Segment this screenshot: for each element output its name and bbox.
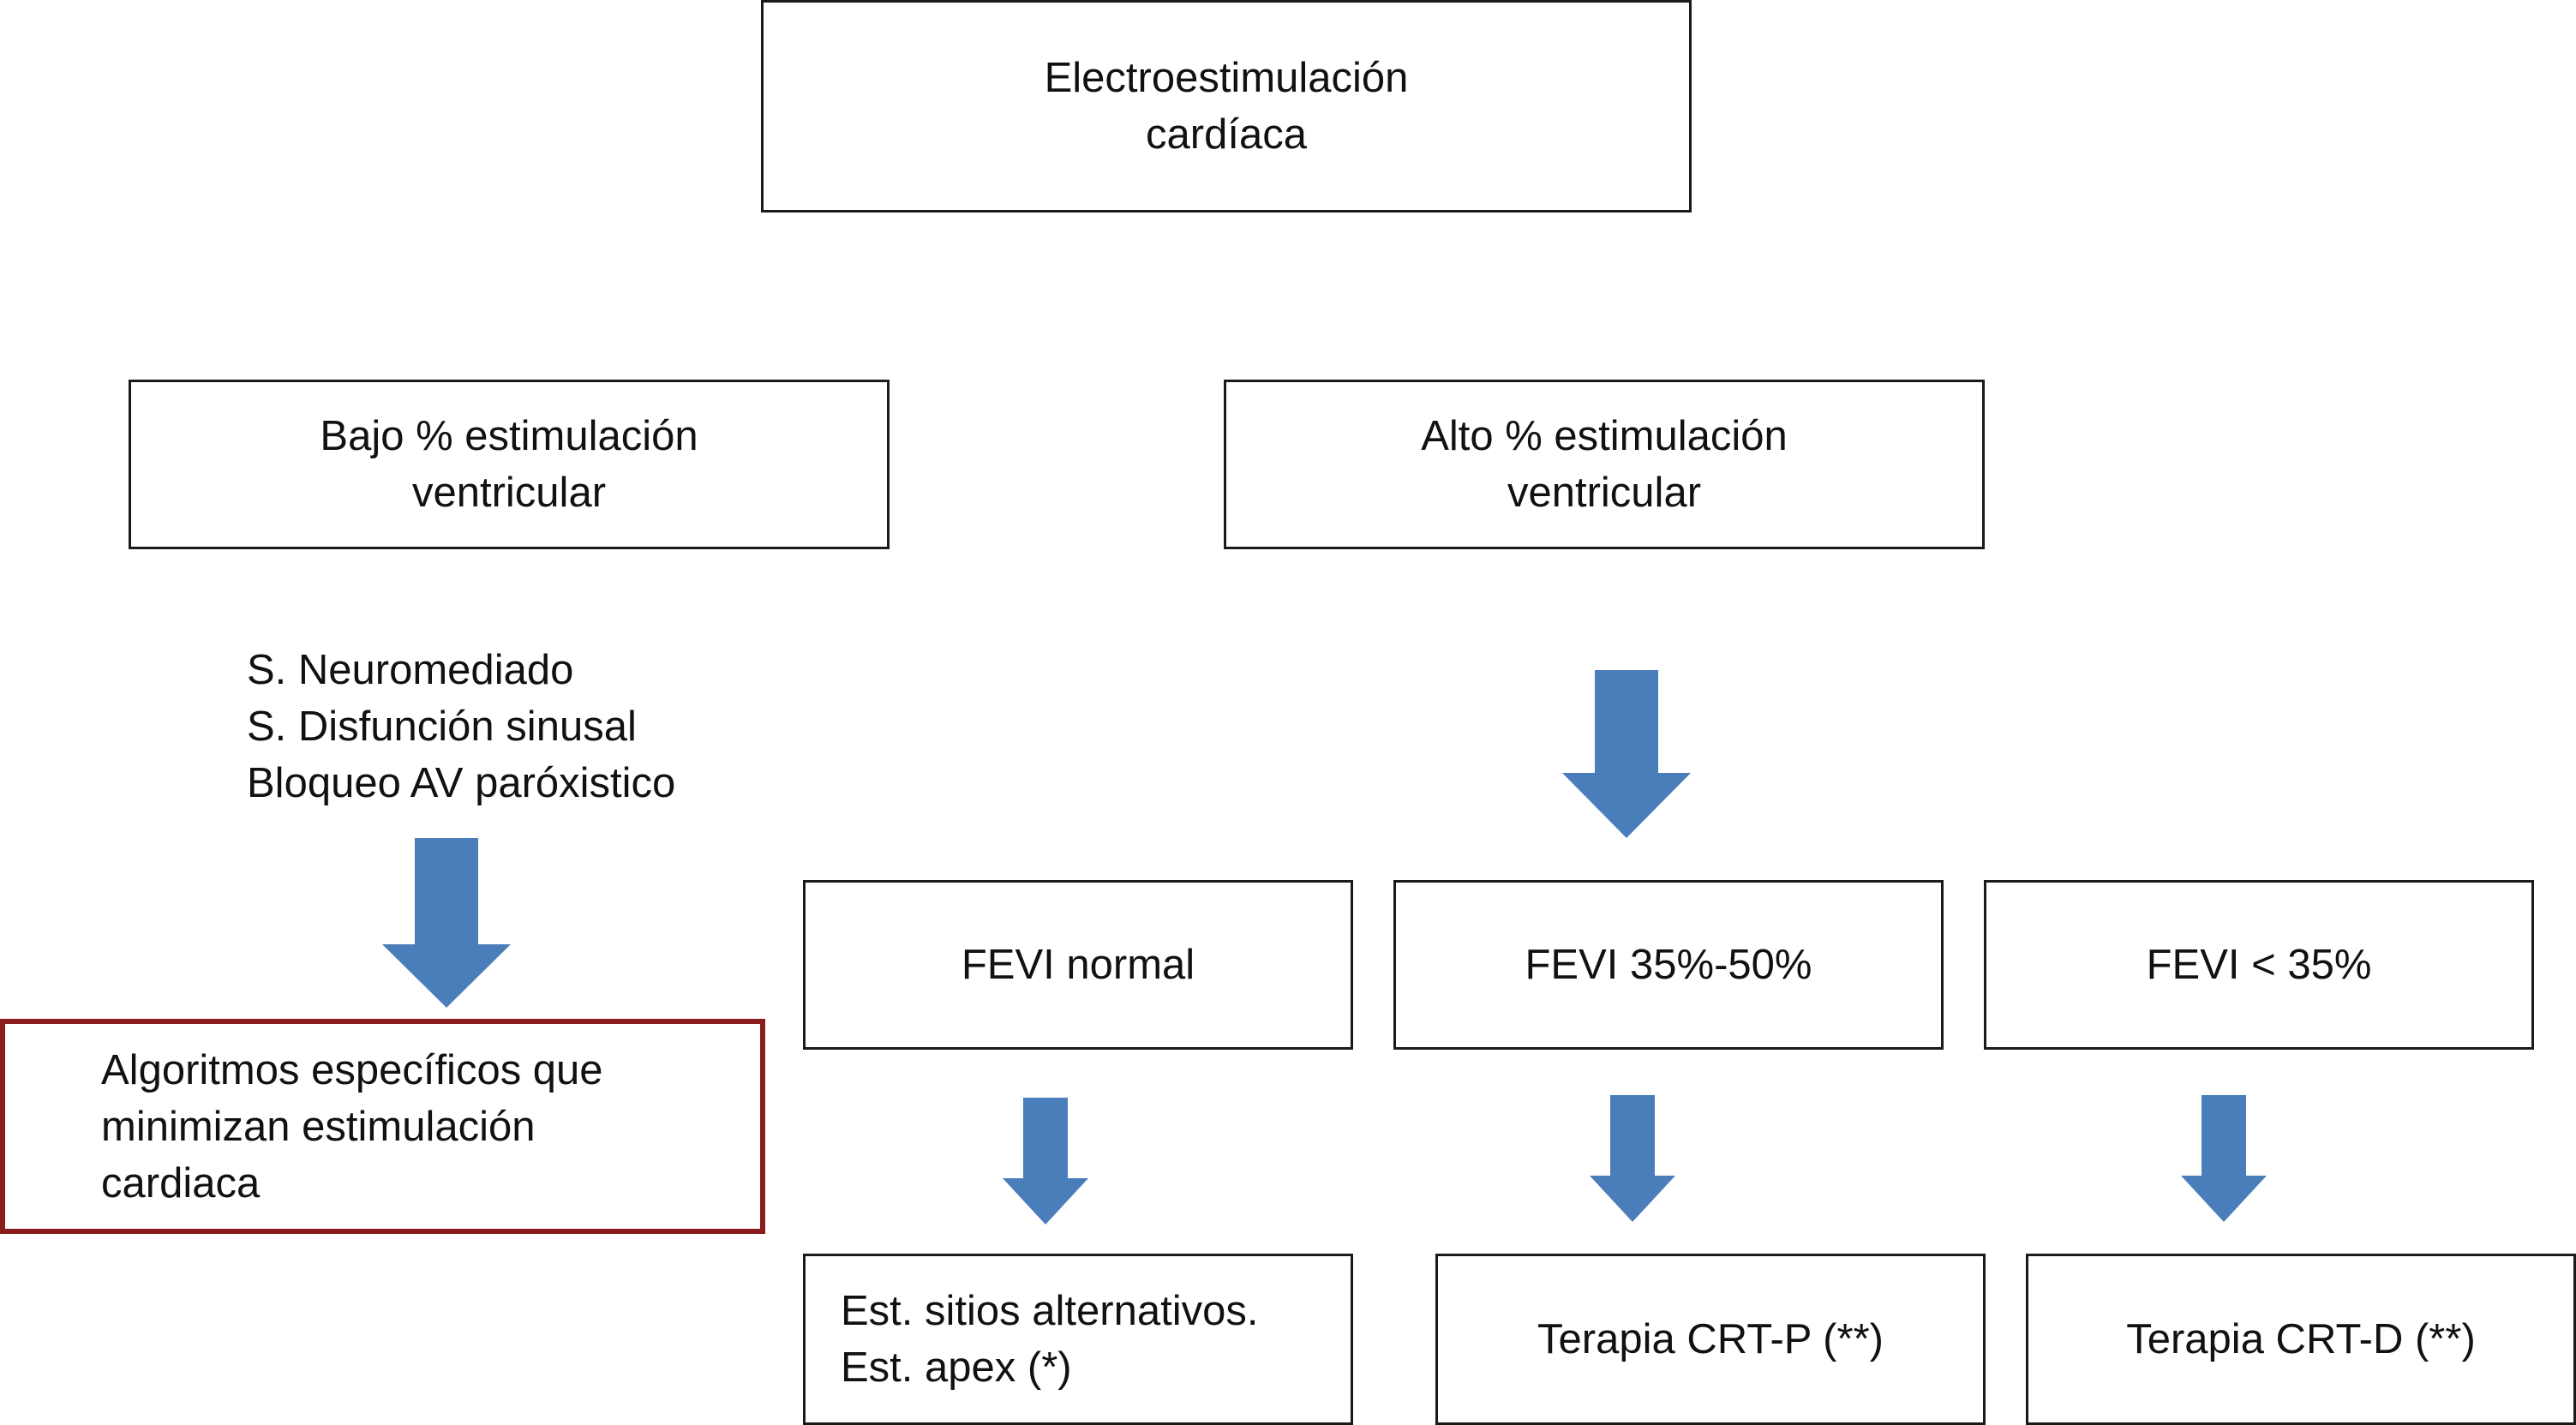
high-stimulation-line-1: Alto % estimulación — [1421, 413, 1788, 459]
condition-item: S. Neuromediado — [247, 647, 574, 693]
alternative-sites-node: Est. sitios alternativos. Est. apex (*) — [803, 1254, 1353, 1425]
crt-p-node: Terapia CRT-P (**) — [1435, 1254, 1986, 1425]
algorithms-line-2: minimizan estimulación — [101, 1103, 536, 1150]
root-node-line-1: Electroestimulación — [1044, 55, 1409, 101]
arrow-shape — [1590, 1095, 1675, 1222]
root-node-line-2: cardíaca — [1146, 111, 1307, 158]
algorithms-node: Algoritmos específicos que minimizan est… — [0, 1019, 765, 1234]
crt-p-label: Terapia CRT-P (**) — [1537, 1316, 1884, 1362]
fevi-lt-35-label: FEVI < 35% — [2146, 942, 2372, 988]
root-node: Electroestimulación cardíaca — [761, 0, 1692, 213]
low-stimulation-line-1: Bajo % estimulación — [320, 413, 698, 459]
alternative-sites-line-2: Est. apex (*) — [841, 1344, 1072, 1391]
low-stimulation-line-2: ventricular — [411, 470, 607, 516]
arrow-down-icon — [2181, 1095, 2267, 1222]
arrow-down-icon — [1003, 1098, 1088, 1224]
condition-item: S. Disfunción sinusal — [247, 704, 637, 750]
arrow-down-icon — [382, 838, 511, 1008]
high-stimulation-line-2: ventricular — [1507, 470, 1702, 516]
alternative-sites-line-1: Est. sitios alternativos. — [841, 1288, 1259, 1334]
algorithms-line-3: cardiaca — [101, 1159, 261, 1206]
fevi-lt-35-node: FEVI < 35% — [1984, 880, 2534, 1050]
high-stimulation-node: Alto % estimulación ventricular — [1224, 380, 1985, 549]
crt-d-node: Terapia CRT-D (**) — [2026, 1254, 2576, 1425]
arrow-down-icon — [1562, 670, 1691, 838]
arrow-shape — [382, 838, 511, 1008]
algorithms-line-1: Algoritmos específicos que — [101, 1046, 603, 1093]
fevi-normal-label: FEVI normal — [961, 942, 1195, 988]
arrow-shape — [1562, 670, 1691, 838]
low-stimulation-node: Bajo % estimulación ventricular — [129, 380, 890, 549]
arrow-shape — [1003, 1098, 1088, 1224]
arrow-shape — [2181, 1095, 2267, 1222]
arrow-down-icon — [1590, 1095, 1675, 1222]
fevi-35-50-label: FEVI 35%-50% — [1525, 942, 1812, 988]
low-stimulation-conditions: S. Neuromediado S. Disfunción sinusal Bl… — [247, 642, 675, 811]
condition-item: Bloqueo AV paróxistico — [247, 760, 676, 806]
fevi-normal-node: FEVI normal — [803, 880, 1353, 1050]
fevi-35-50-node: FEVI 35%-50% — [1393, 880, 1944, 1050]
crt-d-label: Terapia CRT-D (**) — [2126, 1316, 2476, 1362]
